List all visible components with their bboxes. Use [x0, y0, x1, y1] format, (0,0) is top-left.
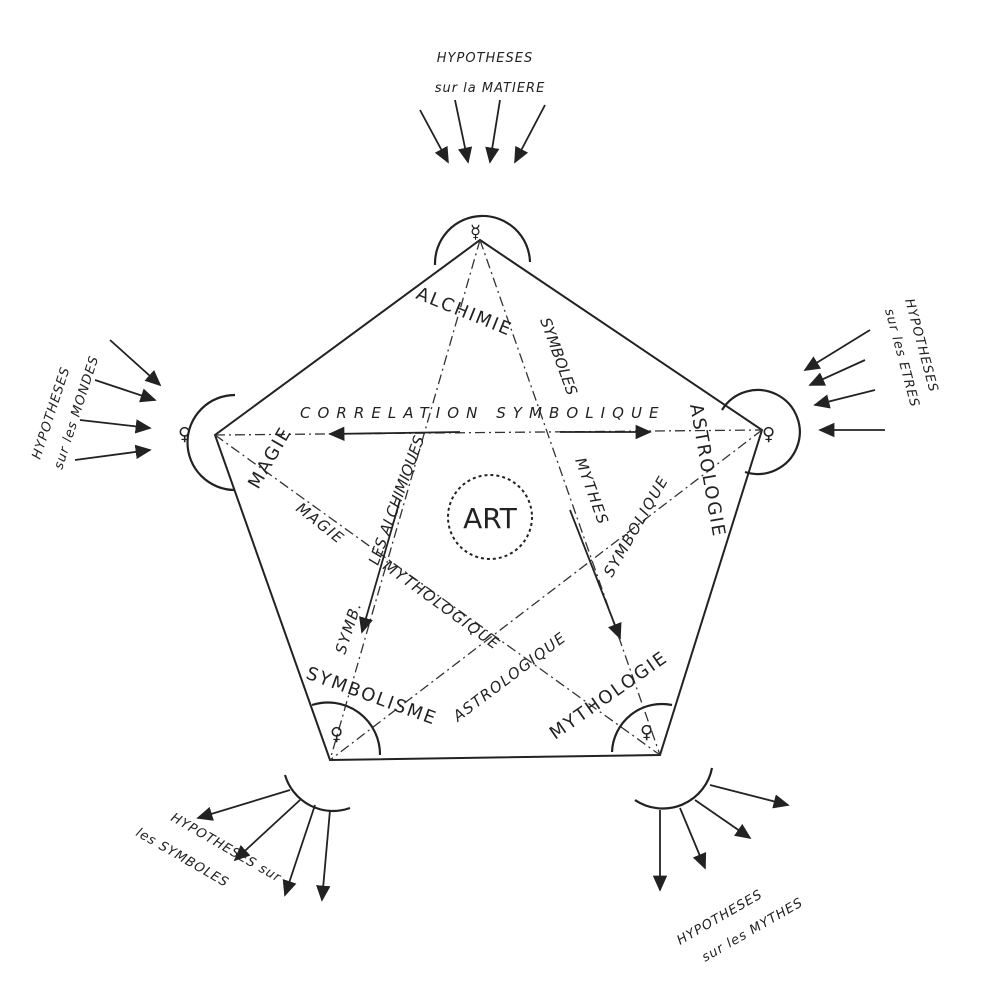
- edge-magie: MAGIE: [244, 423, 296, 493]
- line-label-symb: SYMB.: [332, 599, 366, 656]
- pentagram-lines: [214, 239, 763, 761]
- art-circle: [447, 474, 533, 560]
- hyp-top-line2: sur la MATIERE: [435, 81, 546, 96]
- arrows-right: [803, 329, 885, 438]
- line-label-mythes: MYTHES: [571, 455, 612, 527]
- line-label-symboles: SYMBOLES: [536, 315, 581, 398]
- line-label-symbolique: SYMBOLIQUE: [600, 472, 672, 580]
- vertex-arc-right: [721, 388, 801, 476]
- vertex-arc-bottom-left: [311, 701, 382, 756]
- edge-symbolisme: SYMBOLISME: [303, 663, 440, 730]
- edge-alchimie: ALCHIMIE: [413, 283, 515, 341]
- line-label-mythologique: MYTHOLOGIQUE: [380, 557, 504, 654]
- line-label-magie: MAGIE: [293, 499, 348, 548]
- hyp-top-line1: HYPOTHESES: [437, 51, 533, 66]
- arrows-left: [74, 339, 162, 461]
- vertex-symbol-right: ♀: [762, 424, 777, 445]
- arc-bottom-left-outer: [283, 774, 351, 813]
- vertex-arc-left: [186, 393, 236, 492]
- center-label: ART: [463, 502, 518, 535]
- arrows-bottom-right: [652, 784, 790, 892]
- vertex-symbol-left: ♀: [178, 424, 193, 445]
- pentagon: [213, 238, 764, 762]
- vertex-arc-bottom-right: [610, 702, 673, 753]
- line-label-alchimiques: LES ALCHIMIQUES: [365, 433, 429, 567]
- arrows-bottom-left: [196, 789, 331, 902]
- vertex-arc-top: [433, 214, 532, 266]
- vertex-symbol-top: ☿: [470, 222, 483, 243]
- vertex-symbol-bottom-right: ♀: [640, 722, 655, 743]
- arrows-top: [419, 99, 546, 164]
- arc-bottom-right-outer: [634, 767, 714, 810]
- line-label-horizontal: CORRELATION SYMBOLIQUE: [300, 404, 660, 422]
- edge-astrologie: ASTROLOGIE: [685, 402, 729, 539]
- vertex-symbol-bottom-left: ♀: [330, 724, 345, 745]
